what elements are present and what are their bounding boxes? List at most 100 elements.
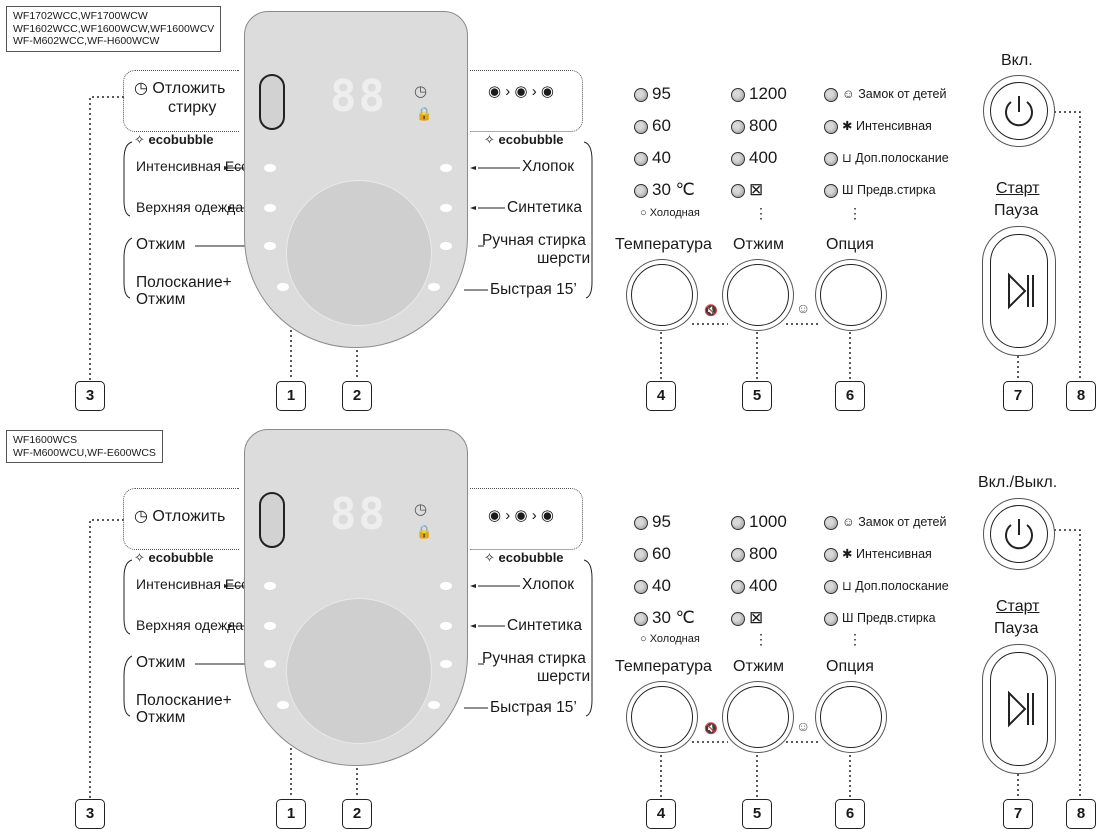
clock-icon: ◷ [134, 508, 148, 525]
indicator-dot [634, 119, 648, 134]
option-button[interactable] [820, 686, 882, 748]
indicator-dot [824, 119, 838, 134]
indicator-dot [634, 183, 648, 198]
start-pause-button[interactable] [982, 644, 1056, 774]
program-led [277, 283, 289, 291]
option-intensive: ✱ Интенсивная [824, 543, 932, 565]
program-led [440, 660, 452, 668]
indicator-dot [824, 611, 838, 626]
callout-lines [89, 96, 1081, 380]
model-line: WF-M602WCC,WF-H600WCW [13, 35, 160, 47]
indicator-dot [824, 579, 838, 594]
wash-stage-icon: ◉ [488, 83, 502, 100]
child-icon: ☺ [842, 87, 855, 101]
cycle-indicator-outline [470, 70, 583, 132]
program-led [264, 204, 276, 212]
child-icon: ☺ [842, 515, 855, 529]
program-intensive-eco: Интенсивная Eco [136, 158, 249, 174]
pause-label: Пауза [994, 620, 1039, 637]
temperature-button[interactable] [631, 264, 693, 326]
callout-1: 1 [276, 381, 306, 411]
power-ring [990, 82, 1048, 140]
indicator-dot [731, 151, 745, 166]
program-rinse-spin-line2: Отжим [136, 709, 186, 726]
option-child-lock: ☺ Замок от детей [824, 83, 946, 105]
callout-4: 4 [646, 381, 676, 411]
delay-button-label[interactable]: ◷ Отложить [134, 80, 226, 97]
pause-label: Пауза [994, 202, 1039, 219]
temp-95: 95 [634, 511, 671, 533]
indicator-dot [634, 579, 648, 594]
power-icon [1005, 519, 1033, 550]
program-selector-knob[interactable] [286, 180, 432, 326]
delay-button-label-line2: стирку [168, 99, 217, 116]
callout-3: 3 [75, 799, 105, 829]
start-pause-ring [990, 652, 1048, 766]
power-label: Вкл. [1001, 52, 1033, 69]
rinse-stage-icon: ◉ [514, 507, 528, 524]
delay-group-outline [123, 488, 239, 550]
more-dots: ⋮ [848, 205, 862, 221]
spin-none: ⊠ [731, 179, 763, 201]
callout-7: 7 [1003, 381, 1033, 411]
spin-2: 800 [731, 115, 777, 137]
callout-7: 7 [1003, 799, 1033, 829]
callout-2: 2 [342, 799, 372, 829]
power-button[interactable] [983, 75, 1055, 147]
power-button[interactable] [983, 498, 1055, 570]
option-label: Опция [826, 236, 874, 253]
indicator-dot [731, 547, 745, 562]
program-spin: Отжим [136, 236, 186, 253]
bubble-icon: ✧ [484, 132, 495, 147]
program-led [264, 660, 276, 668]
program-rinse-spin: Полоскание+ [136, 692, 232, 709]
start-pause-ring [990, 234, 1048, 348]
start-pause-button[interactable] [982, 226, 1056, 356]
temp-cold: ○ Холодная [640, 207, 700, 219]
digital-display: 88 [330, 71, 387, 122]
temp-60: 60 [634, 543, 671, 565]
start-label: Старт [996, 598, 1040, 615]
indicator-dot [731, 183, 745, 198]
program-led [264, 622, 276, 630]
rinse-stage-icon: ◉ [514, 83, 528, 100]
program-quick-15: Быстрая 15’ [490, 281, 577, 298]
delay-button-label[interactable]: ◷ Отложить [134, 508, 226, 525]
lock-indicator-icon: 🔒 [416, 524, 433, 539]
cycle-status-icons: ◉ › ◉ › ◉ [488, 83, 554, 100]
program-synthetics: Синтетика [507, 617, 582, 634]
callout-5: 5 [742, 381, 772, 411]
clock-icon: ◷ [134, 80, 148, 97]
program-selector-knob[interactable] [286, 598, 432, 744]
power-ring [990, 505, 1048, 563]
option-button[interactable] [820, 264, 882, 326]
program-rinse-spin-line2: Отжим [136, 291, 186, 308]
spin-stage-icon: ◉ [540, 83, 554, 100]
spin-stage-icon: ◉ [540, 507, 554, 524]
program-led [440, 622, 452, 630]
bubble-icon: ✧ [134, 132, 145, 147]
power-icon [1005, 96, 1033, 127]
callout-3: 3 [75, 381, 105, 411]
program-cotton: Хлопок [522, 158, 574, 175]
indicator-dot [634, 515, 648, 530]
temp-30: 30 ℃ [634, 179, 695, 201]
callout-6: 6 [835, 381, 865, 411]
program-rinse-spin: Полоскание+ [136, 274, 232, 291]
program-led [428, 283, 440, 291]
model-line: WF-M600WCU,WF-E600WCS [13, 446, 156, 459]
cycle-indicator-outline [470, 488, 583, 550]
program-outerwear: Верхняя одежда [136, 617, 244, 633]
delay-indicator-icon: ◷ [414, 501, 428, 518]
temp-60: 60 [634, 115, 671, 137]
temperature-label: Температура [615, 236, 712, 253]
prewash-icon: Ш [842, 183, 854, 197]
temperature-button[interactable] [631, 686, 693, 748]
spin-2: 800 [731, 543, 777, 565]
spin-button[interactable] [727, 686, 789, 748]
digital-display: 88 [330, 489, 387, 540]
model-line: WF1600WCS [13, 434, 78, 446]
spin-button[interactable] [727, 264, 789, 326]
program-outerwear: Верхняя одежда [136, 199, 244, 215]
program-intensive-eco: Интенсивная Eco [136, 576, 249, 592]
